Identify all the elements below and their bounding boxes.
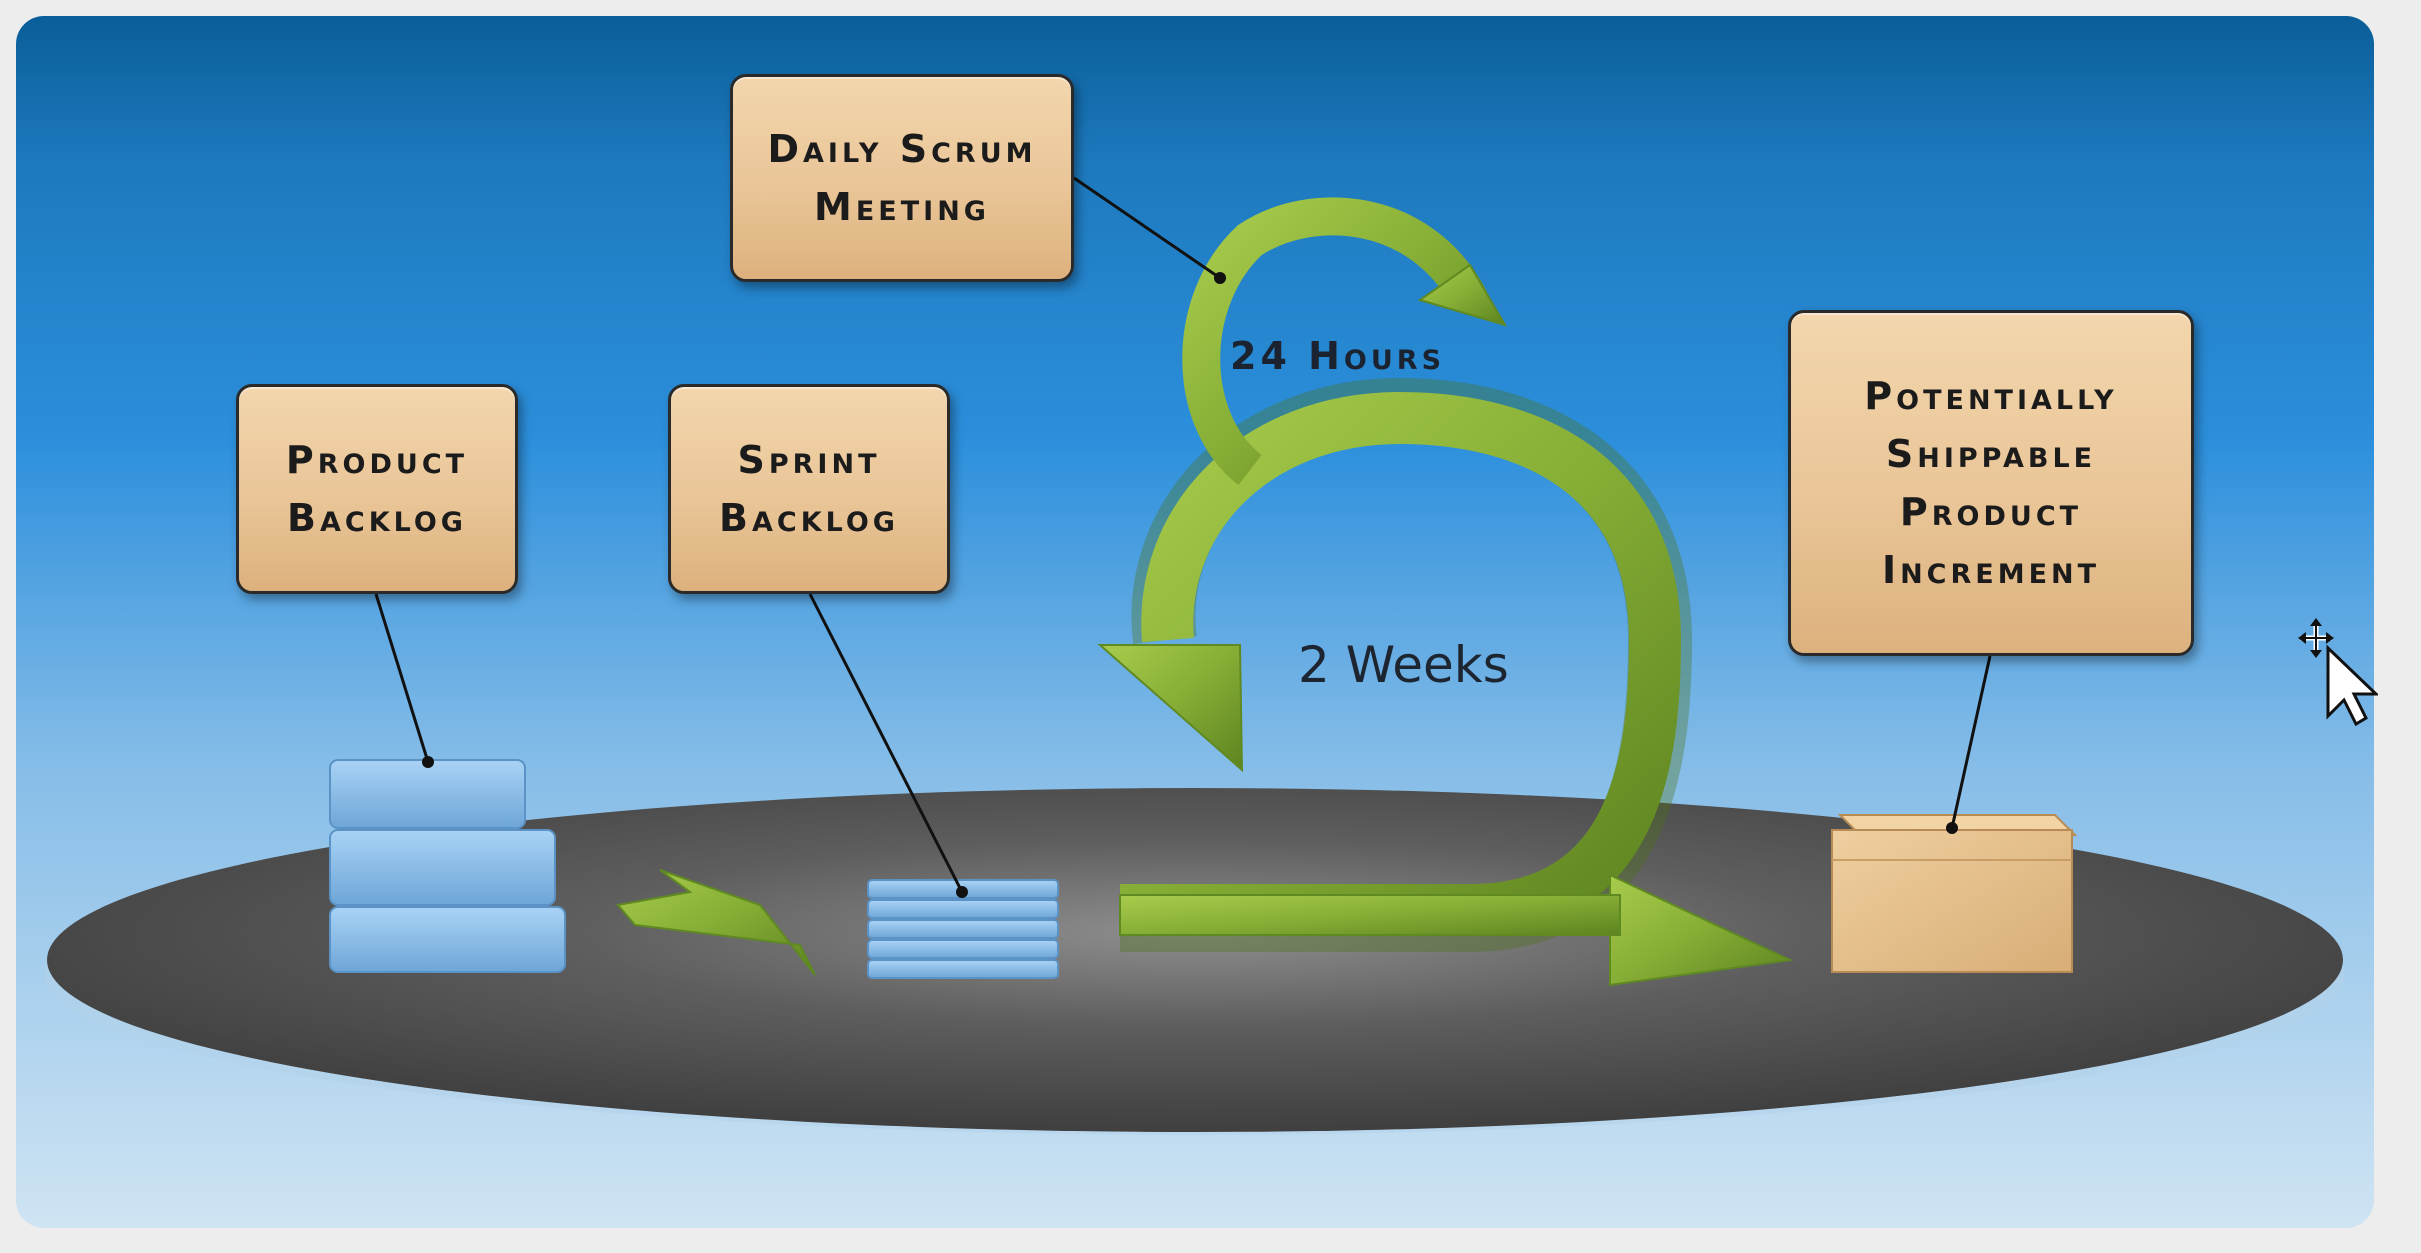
- sprint-backlog-line-2: Backlog: [719, 496, 899, 540]
- flow-arrow-icon: [616, 869, 816, 976]
- daily-scrum-label: Daily Scrum Meeting: [730, 74, 1074, 282]
- product-backlog-label: Product Backlog: [236, 384, 518, 594]
- sprint-backlog-stack-icon: [867, 879, 1059, 979]
- increment-line-3: Product: [1899, 490, 2083, 534]
- daily-cycle-arrow-icon: [1182, 197, 1508, 486]
- shipping-box-icon: [1831, 814, 2078, 973]
- product-backlog-stack-icon: [329, 759, 566, 973]
- daily-scrum-line-2: Meeting: [814, 185, 990, 229]
- increment-label: Potentially Shippable Product Increment: [1788, 310, 2194, 656]
- sprint-backlog-label: Sprint Backlog: [668, 384, 950, 594]
- connector-dot: [422, 756, 434, 768]
- connector-line: [1950, 655, 1992, 829]
- connector-dot: [1946, 822, 1958, 834]
- increment-line-4: Increment: [1881, 548, 2101, 592]
- increment-line-2: Shippable: [1885, 432, 2097, 476]
- connector-line: [808, 593, 964, 893]
- connector-line: [374, 593, 430, 763]
- connector-dot: [956, 886, 968, 898]
- connector-line: [1073, 176, 1221, 280]
- sprint-backlog-line-1: Sprint: [737, 438, 881, 482]
- product-backlog-line-2: Backlog: [287, 496, 467, 540]
- platform: [47, 788, 2343, 1132]
- increment-line-1: Potentially: [1864, 374, 2118, 418]
- sprint-cycle-label: 2 Weeks: [1298, 636, 1509, 694]
- daily-scrum-line-1: Daily Scrum: [767, 127, 1037, 171]
- connector-dot: [1214, 272, 1226, 284]
- daily-cycle-label: 24 Hours: [1230, 334, 1446, 378]
- product-backlog-line-1: Product: [285, 438, 469, 482]
- move-cursor-icon: [2298, 618, 2378, 727]
